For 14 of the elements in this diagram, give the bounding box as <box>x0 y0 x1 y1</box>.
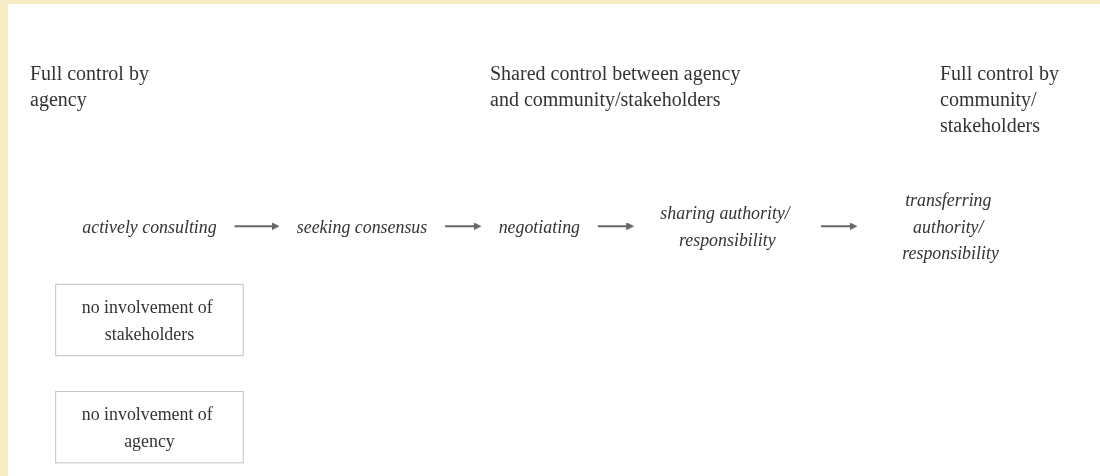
arrow <box>820 222 858 231</box>
heading-text: Full control by agency <box>30 61 150 112</box>
node-box: no involvement of agency <box>55 391 244 464</box>
node-text: transferring authority/ responsibility <box>902 189 999 263</box>
node-text: seeking consensus <box>296 216 428 237</box>
arrow <box>233 222 280 231</box>
node-text: negotiating <box>498 216 580 237</box>
arrow <box>444 222 482 231</box>
node-box: no involvement of stakeholders <box>55 283 244 357</box>
heading-text: Full control by community/ stakeholders <box>940 61 1060 138</box>
heading-text: Shared control between agency and community/stakeholders <box>490 61 742 112</box>
node-text: actively consulting <box>82 216 217 237</box>
node-text: sharing authority/ responsibility <box>660 203 790 250</box>
arrow <box>596 222 634 231</box>
